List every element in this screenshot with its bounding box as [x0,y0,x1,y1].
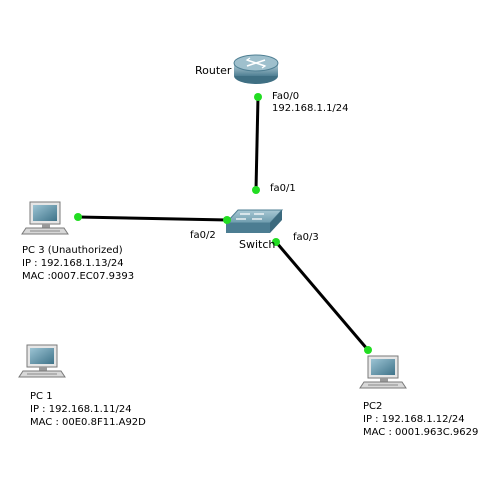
router-port-label: Fa0/0 [272,91,300,102]
switch-fa01-label: fa0/1 [270,183,296,194]
router-label: Router [195,64,232,77]
pc1-ip-label: IP : 192.168.1.11/24 [30,404,132,415]
links [77,96,370,351]
link-switch-pc2[interactable] [274,241,370,351]
router-icon[interactable] [233,54,279,84]
pc2-computer-icon[interactable] [359,355,407,389]
pc1-mac-label: MAC : 00E0.8F11.A92D [30,417,146,428]
pc2-port-indicator [364,346,372,354]
pc1-computer-icon[interactable] [18,344,66,378]
link-pc3-switch[interactable] [77,215,229,222]
pc2-mac-label: MAC : 0001.963C.9629 [363,427,479,438]
pc3-mac-label: MAC :0007.EC07.9393 [22,271,135,282]
switch-fa02-label: fa0/2 [190,230,216,241]
pc2-name-label: PC2 [363,401,383,412]
router-ip-label: 192.168.1.1/24 [272,103,349,114]
switch-fa02-port-indicator [223,216,231,224]
router-fa00-port-indicator [254,93,262,101]
switch-fa03-label: fa0/3 [293,232,319,243]
switch-fa01-port-indicator [252,186,260,194]
pc3-computer-icon[interactable] [21,201,69,235]
port-indicators [74,93,372,354]
switch-label: Switch [239,238,276,251]
pc3-ip-label: IP : 192.168.1.13/24 [22,258,124,269]
pc2-ip-label: IP : 192.168.1.12/24 [363,414,465,425]
switch-fa03-port-indicator [272,238,280,246]
switch-icon[interactable] [224,209,284,233]
pc3-name-label: PC 3 (Unauthorized) [22,245,123,256]
pc1-name-label: PC 1 [30,391,53,402]
pc3-port-indicator [74,213,82,221]
link-router-switch[interactable] [254,96,260,191]
